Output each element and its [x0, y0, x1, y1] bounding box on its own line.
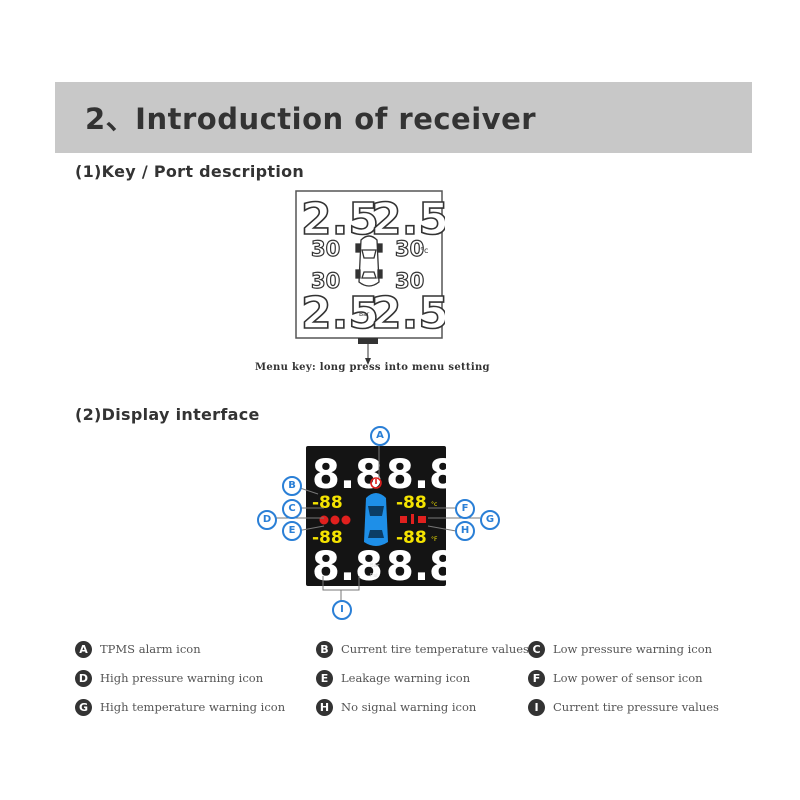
legend-text-f: Low power of sensor icon: [553, 671, 703, 685]
legend-text-c: Low pressure warning icon: [553, 642, 713, 656]
legend-text-h: No signal warning icon: [341, 700, 477, 714]
callout-a: A: [370, 426, 390, 446]
page-title: 2、Introduction of receiver: [85, 102, 537, 136]
lcd-unit-c: °c: [420, 246, 428, 255]
callout-e: E: [282, 521, 302, 541]
legend-text-d: High pressure warning icon: [100, 671, 264, 685]
legend-badge-g: G: [75, 699, 92, 716]
lcd-psi-label: Psi: [370, 573, 378, 579]
callout-f: F: [455, 499, 475, 519]
callout-i: I: [332, 600, 352, 620]
section-key-port-title: (1)Key / Port description: [75, 162, 305, 181]
legend-text-g: High temperature warning icon: [100, 700, 286, 714]
legend-badge-e: E: [316, 670, 333, 687]
callout-d: D: [257, 510, 277, 530]
legend-badge-h: H: [316, 699, 333, 716]
section-display-title: (2)Display interface: [75, 405, 260, 424]
lcd-temp-digits-rl: -88: [312, 528, 343, 548]
legend-badge-c: C: [528, 641, 545, 658]
lcd-big-digits-fl: 8.8: [312, 452, 383, 498]
lcd-pressure-rl: 2.5: [301, 288, 379, 339]
lcd-big-digits-rr: 8.8: [386, 544, 446, 586]
legend-badge-b: B: [316, 641, 333, 658]
receiver-front-view: 2.5 2.5 30 30 °c 30 30 2.5 2.5 Bar: [295, 190, 445, 365]
lcd-unit-bar: Bar: [359, 311, 370, 318]
lcd-pressure-fr: 2.5: [371, 194, 445, 245]
tpms-alarm-icon: [370, 477, 382, 489]
car-icon: [364, 493, 388, 546]
legend-text-b: Current tire temperature values: [341, 642, 529, 656]
legend-text-i: Current tire pressure values: [553, 700, 719, 714]
lcd-unit-c: °c: [431, 501, 437, 508]
menu-key-button[interactable]: [358, 338, 378, 344]
lcd-temp-digits-rr: -88: [396, 528, 427, 548]
lcd-temp-rr: 30: [395, 269, 424, 293]
legend-badge-a: A: [75, 641, 92, 658]
legend-text-e: Leakage warning icon: [341, 671, 471, 685]
lcd-big-digits-fr: 8.8: [386, 452, 446, 498]
sensor-warning-icons: [400, 514, 426, 524]
legend-badge-f: F: [528, 670, 545, 687]
callout-c: C: [282, 499, 302, 519]
legend-badge-i: I: [528, 699, 545, 716]
callout-g: G: [480, 510, 500, 530]
callout-b: B: [282, 476, 302, 496]
header-banner: 2、Introduction of receiver: [55, 82, 752, 153]
lcd-bar-label: Bar: [370, 563, 380, 569]
lcd-temp-fr: 30: [395, 237, 424, 261]
legend-badge-d: D: [75, 670, 92, 687]
lcd-big-digits-rl: 8.8: [312, 544, 383, 586]
lcd-unit-f: °F: [431, 536, 438, 543]
lcd-temp-fl: 30: [311, 237, 340, 261]
legend-text-a: TPMS alarm icon: [100, 642, 201, 656]
lcd-pressure-rr: 2.5: [371, 288, 445, 339]
callout-h: H: [455, 521, 475, 541]
lcd-temp-digits-fr: -88: [396, 493, 427, 513]
car-outline-icon: [355, 235, 383, 287]
lcd-temp-rl: 30: [311, 269, 340, 293]
menu-key-caption: Menu key: long press into menu setting: [255, 362, 490, 373]
